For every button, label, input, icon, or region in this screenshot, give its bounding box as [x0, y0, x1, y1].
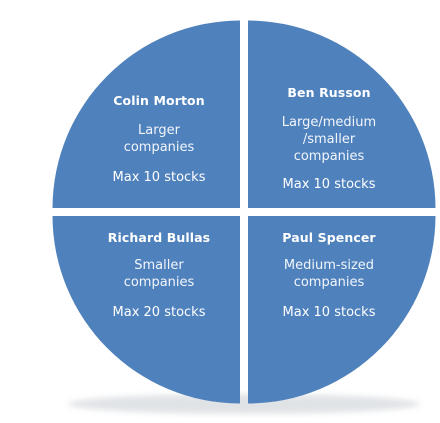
- quadrant-label-top-right: Ben Russon Large/medium /smaller compani…: [254, 85, 404, 192]
- company-focus-line: Smaller: [134, 258, 184, 273]
- company-focus-line: Larger: [138, 123, 180, 138]
- company-focus-line: companies: [123, 140, 195, 155]
- manager-name: Ben Russon: [287, 85, 371, 100]
- quadrant-bottom-left: [52, 216, 240, 404]
- quadrant-label-top-left: Colin Morton Larger companies Max 10 sto…: [84, 93, 234, 185]
- quadrant-top-right: [248, 20, 436, 208]
- stock-limit: Max 10 stocks: [282, 177, 376, 192]
- quadrant-label-bottom-right: Paul Spencer Medium-sized companies Max …: [254, 230, 404, 320]
- manager-name: Colin Morton: [113, 93, 205, 108]
- company-focus: Smaller companies: [84, 257, 234, 291]
- manager-name: Richard Bullas: [107, 230, 211, 245]
- stock-limit: Max 10 stocks: [282, 305, 376, 320]
- company-focus-line: companies: [293, 275, 365, 290]
- company-focus-line: companies: [123, 275, 195, 290]
- company-focus-line: companies: [293, 149, 365, 164]
- company-focus-line: Medium-sized: [283, 258, 375, 273]
- stock-limit: Max 20 stocks: [112, 305, 206, 320]
- manager-name: Paul Spencer: [282, 230, 376, 245]
- quadrant-label-bottom-left: Richard Bullas Smaller companies Max 20 …: [84, 230, 234, 320]
- company-focus-line: Large/medium: [281, 115, 377, 130]
- quadrant-top-left: [52, 20, 240, 208]
- company-focus: Larger companies: [84, 122, 234, 156]
- quadrant-bottom-right: [248, 216, 436, 404]
- company-focus: Medium-sized companies: [254, 257, 404, 291]
- company-focus-line: /smaller: [302, 132, 356, 147]
- diagram-shadow: [68, 394, 420, 414]
- company-focus: Large/medium /smaller companies: [254, 114, 404, 165]
- stock-limit: Max 10 stocks: [112, 170, 206, 185]
